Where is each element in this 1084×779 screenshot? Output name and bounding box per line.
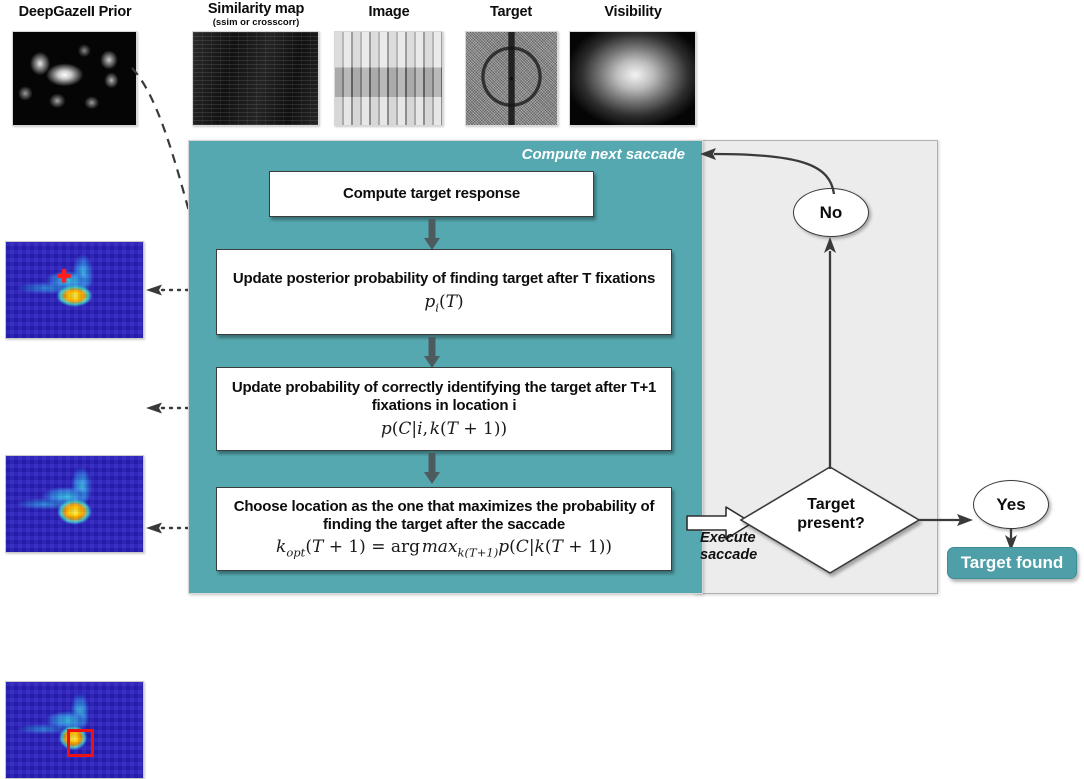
step-update-identification-probability-label: Update probability of correctly identify…: [231, 379, 657, 414]
column-title-deepgaze-prior: DeepGazeII Prior: [18, 4, 132, 20]
execute-saccade-arrow-icon: [686, 506, 753, 540]
column-title-image: Image: [368, 4, 410, 20]
target-found-button[interactable]: Target found: [947, 547, 1077, 579]
dotted-arrow-to-heatmap-2: [146, 402, 220, 414]
dotted-arrow-to-heatmap-1: [146, 284, 220, 296]
similarity-map-thumbnail: [192, 31, 319, 126]
step-update-posterior[interactable]: Update posterior probability of finding …: [216, 249, 672, 335]
step-choose-location-formula: kopt(T + 1) = arg maxk(T+1)p(C|k(T + 1)): [276, 537, 612, 560]
execute-saccade-label-line1: Execute: [700, 530, 756, 546]
arrow-step3-to-step4: [424, 453, 440, 484]
target-found-label: Target found: [960, 553, 1064, 572]
yes-outcome-node[interactable]: Yes: [973, 480, 1049, 529]
step-update-posterior-formula: pi(T): [424, 291, 464, 315]
execute-saccade-label-line2: saccade: [700, 547, 758, 564]
yes-outcome-label: Yes: [996, 494, 1026, 514]
column-subtitle-similarity-map: (ssim or crosscorr): [212, 17, 300, 29]
column-header-similarity-map: Similarity map (ssim or crosscorr): [186, 1, 326, 29]
step-compute-target-response-label: Compute target response: [342, 185, 521, 203]
step-update-posterior-label: Update posterior probability of finding …: [232, 269, 656, 287]
no-outcome-node[interactable]: No: [793, 188, 869, 237]
dotted-arrow-to-heatmap-3: [146, 522, 220, 534]
target-patch-thumbnail: [465, 31, 558, 126]
saliency-prior-thumbnail: [12, 31, 137, 126]
column-title-visibility: Visibility: [604, 4, 662, 20]
arrow-decision-to-yes: [919, 514, 973, 526]
posterior-heatmap-1: ✚: [5, 241, 144, 339]
target-present-decision-label: Target present?: [760, 495, 902, 533]
target-present-line1: Target: [807, 496, 855, 513]
column-title-target: Target: [489, 4, 533, 20]
step-update-identification-probability-formula: p(C|i, k(T + 1)): [380, 418, 508, 439]
compute-next-saccade-title: Compute next saccade: [521, 146, 685, 163]
scene-image-thumbnail: [334, 31, 443, 126]
red-box-marker-icon: [67, 729, 94, 757]
execute-saccade-label: Execute saccade: [700, 530, 790, 564]
visibility-map-thumbnail: [569, 31, 696, 126]
step-compute-target-response[interactable]: Compute target response: [269, 171, 594, 217]
column-title-similarity-map: Similarity map: [207, 1, 305, 17]
arrow-yes-to-target-found: [1005, 529, 1017, 551]
step-choose-location-label: Choose location as the one that maximize…: [233, 498, 655, 533]
arrow-decision-to-no: [824, 237, 836, 469]
posterior-heatmap-2: [5, 455, 144, 553]
posterior-heatmap-3: [5, 681, 144, 779]
red-cross-marker-icon: ✚: [57, 267, 72, 286]
loop-arrow-no-to-compute: [700, 148, 836, 195]
arrow-step1-to-step2: [424, 219, 440, 250]
target-present-line2: present?: [797, 515, 865, 533]
arrow-step2-to-step3: [424, 337, 440, 368]
step-update-identification-probability[interactable]: Update probability of correctly identify…: [216, 367, 672, 451]
no-outcome-label: No: [819, 202, 843, 222]
target-present-decision[interactable]: [739, 464, 922, 576]
step-choose-location[interactable]: Choose location as the one that maximize…: [216, 487, 672, 571]
